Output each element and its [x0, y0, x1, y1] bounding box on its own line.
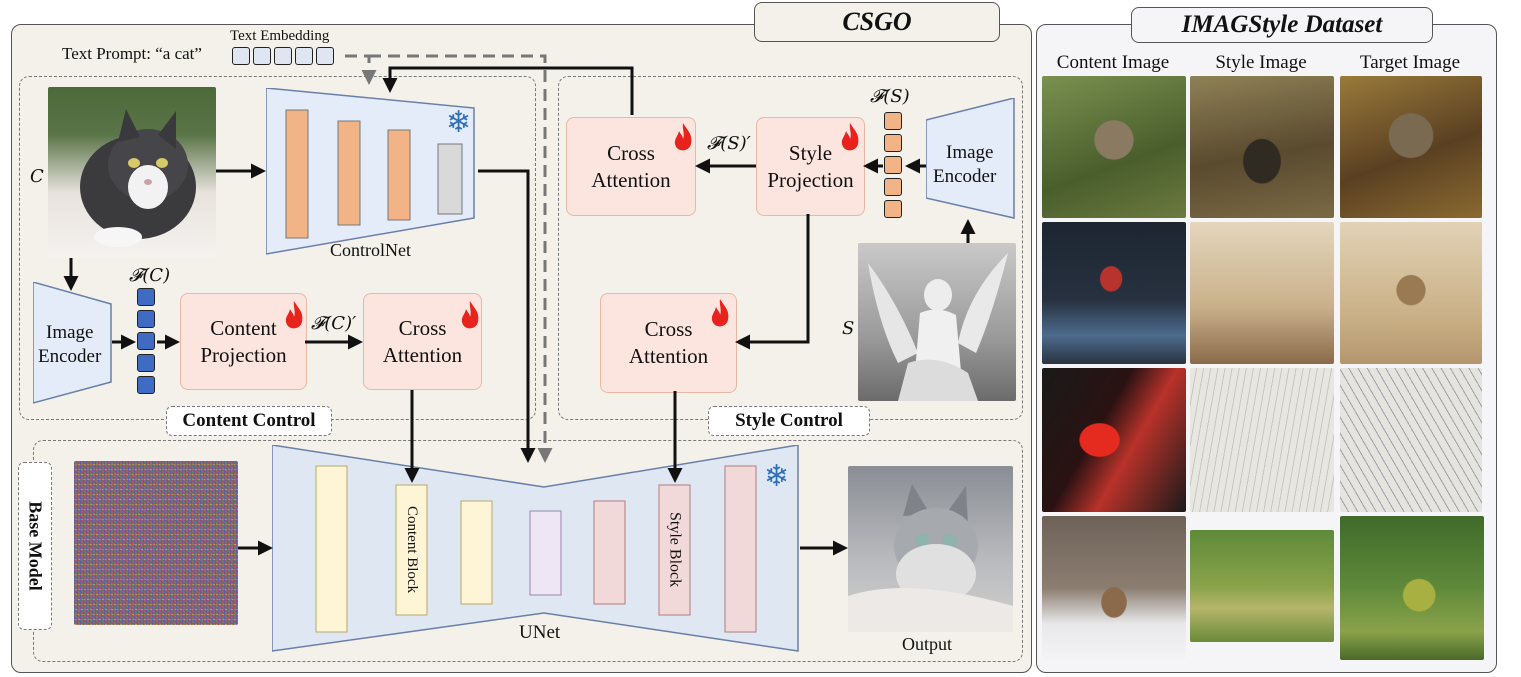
output-image-cat	[848, 466, 1013, 632]
noise-latent-image	[74, 461, 238, 625]
dataset-content-image	[1042, 368, 1186, 512]
fire-icon	[711, 299, 729, 327]
style-block: Style Block	[666, 512, 684, 588]
dataset-style-image	[1190, 76, 1334, 218]
dataset-target-image	[1340, 76, 1482, 218]
output-label: Output	[902, 634, 953, 654]
content-projection: Content Projection	[180, 293, 307, 390]
style-image-encoder-line1: Image	[946, 142, 994, 163]
style-image-statue	[858, 243, 1016, 401]
dataset-title: IMAGStyle Dataset	[1131, 7, 1433, 43]
style-image-symbol: S	[842, 318, 855, 339]
style-feature-proj-label: 𝓕(S)′	[707, 133, 751, 154]
content-block: Content Block	[404, 506, 420, 594]
style-cross-attention-top: Cross Attention	[566, 117, 696, 216]
style-image-encoder-line2: Encoder	[933, 166, 997, 187]
style-cross-attention-bottom-line1: Cross	[644, 317, 693, 341]
dataset-col-target: Target Image	[1359, 52, 1461, 73]
style-control-tag: Style Control	[708, 406, 870, 436]
style-cross-attention-bottom: Cross Attention	[600, 293, 737, 393]
style-feature-cubes	[883, 112, 905, 224]
snowflake-icon: ❄	[446, 106, 472, 139]
content-projection-line2: Projection	[200, 342, 287, 367]
controlnet	[266, 88, 475, 255]
text-embedding-cubes	[230, 45, 342, 67]
fire-icon	[285, 301, 303, 329]
text-prompt: Text Prompt: “a cat”	[62, 44, 202, 63]
style-cross-attention-top-line2: Attention	[591, 167, 671, 192]
content-image-encoder	[33, 282, 112, 404]
dataset-style-image	[1190, 368, 1334, 512]
dataset-col-style: Style Image	[1215, 52, 1307, 73]
controlnet-label: ControlNet	[330, 240, 411, 260]
content-feature-label: 𝓕(C)	[129, 265, 171, 286]
csgo-title: CSGO	[754, 2, 1000, 42]
text-embedding-label: Text Embedding	[230, 28, 330, 44]
content-projection-line1: Content	[210, 315, 277, 340]
fire-icon	[674, 123, 692, 151]
unet-label: UNet	[519, 622, 561, 643]
style-projection-line2: Projection	[767, 167, 854, 192]
dataset-content-image	[1042, 516, 1186, 660]
content-feature-cubes	[136, 288, 158, 400]
style-cross-attention-top-line1: Cross	[607, 140, 655, 165]
content-image-encoder-line2: Encoder	[38, 346, 102, 367]
style-feature-label: 𝓕(S)	[870, 86, 910, 107]
content-cross-attention-line1: Cross	[398, 315, 447, 340]
flow-arrows	[63, 54, 976, 556]
unet	[272, 445, 799, 652]
snowflake-icon: ❄	[764, 460, 790, 493]
style-projection-line1: Style	[788, 140, 833, 165]
dataset-content-image	[1042, 222, 1186, 364]
dataset-target-image	[1340, 516, 1484, 660]
content-feature-proj-label: 𝓕(C)′	[311, 313, 357, 334]
content-cross-attention-line2: Attention	[382, 342, 463, 367]
dataset-content-image	[1042, 76, 1186, 218]
dataset-style-image	[1190, 222, 1334, 364]
content-image-cat	[48, 87, 216, 257]
content-image-symbol: C	[30, 166, 44, 187]
style-image-encoder	[926, 98, 1015, 219]
base-model-tag: Base Model	[18, 462, 52, 630]
dataset-style-image	[1190, 530, 1334, 642]
content-image-encoder-line1: Image	[46, 322, 94, 343]
fire-icon	[461, 301, 479, 329]
dataset-target-image	[1340, 368, 1482, 512]
content-cross-attention: Cross Attention	[363, 293, 482, 390]
content-control-tag: Content Control	[166, 406, 332, 436]
style-cross-attention-bottom-line2: Attention	[628, 344, 709, 368]
fire-icon	[841, 123, 859, 151]
dataset-col-content: Content Image	[1056, 52, 1170, 73]
dataset-target-image	[1340, 222, 1482, 364]
